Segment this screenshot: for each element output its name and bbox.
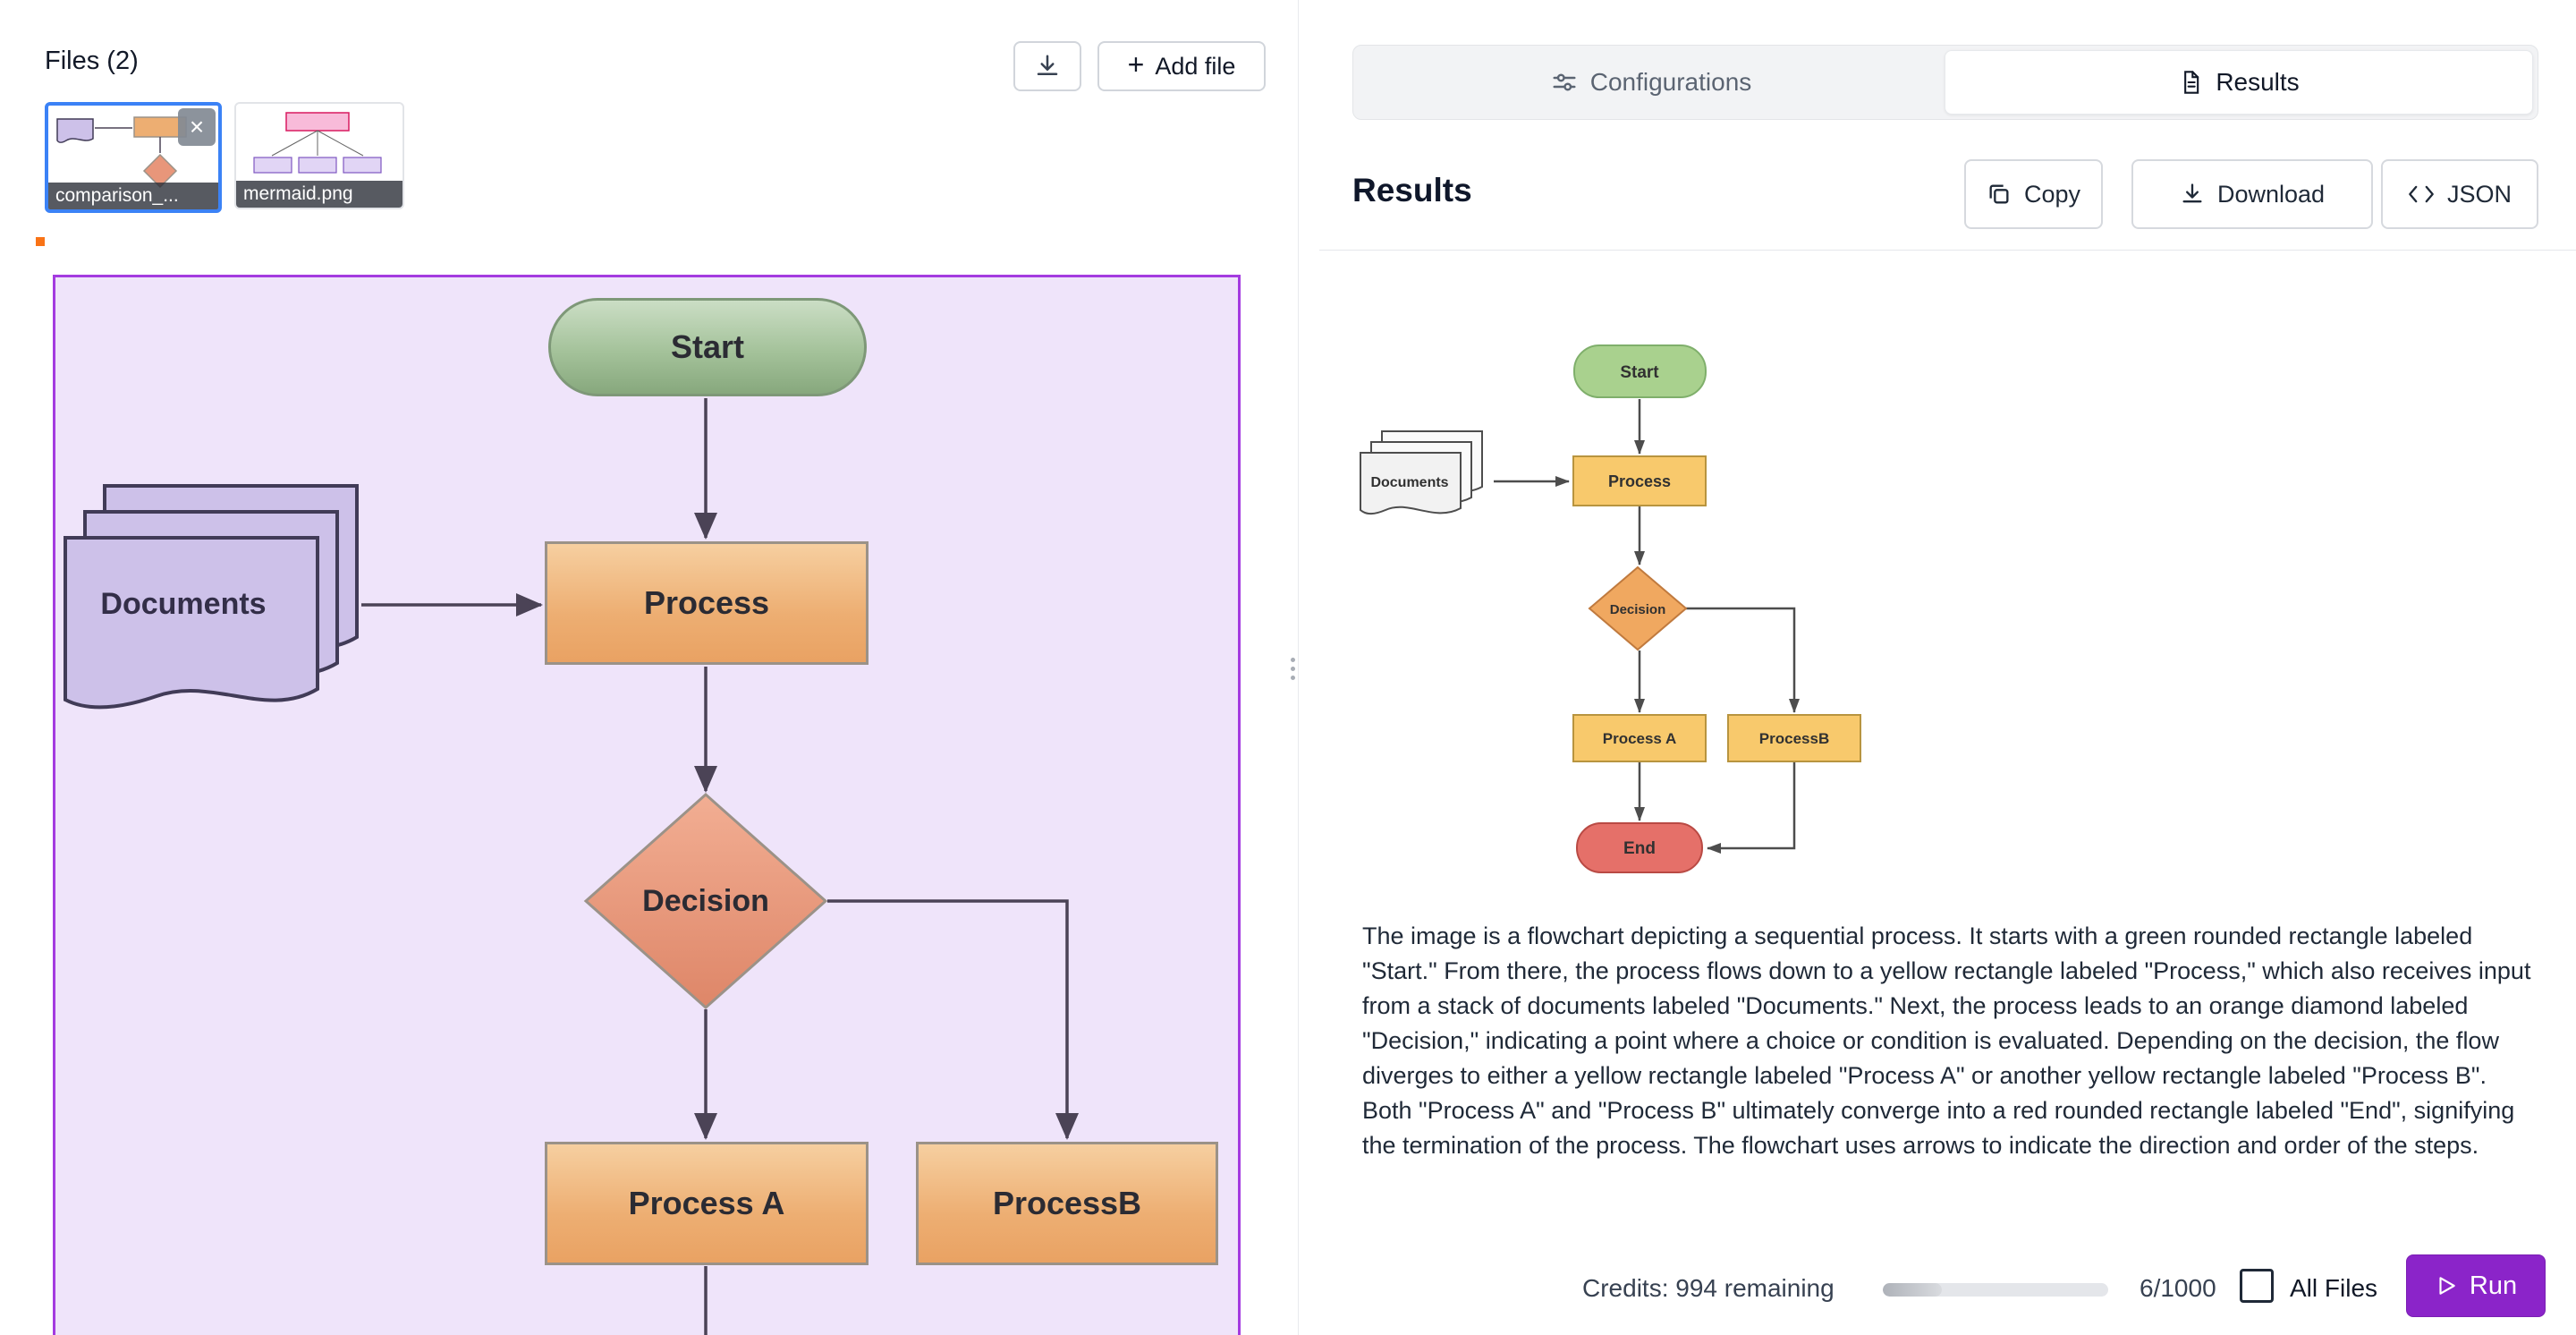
tab-bar: Configurations Results — [1352, 45, 2538, 120]
panel-divider — [1298, 0, 1299, 1335]
quota-text: 6/1000 — [2140, 1274, 2216, 1302]
copy-label: Copy — [2023, 180, 2081, 208]
file-thumbnail-comparison[interactable]: × comparison_... — [45, 102, 222, 213]
documents-shape — [1360, 430, 1483, 515]
node-decision — [1588, 565, 1688, 651]
credits-progress-bar — [1883, 1283, 2108, 1297]
results-content: Start Documents Process Decision Process… — [1319, 250, 2576, 1242]
tab-configurations-label: Configurations — [1589, 68, 1752, 96]
flowchart-node-process: Process — [545, 541, 869, 665]
svg-text:Process: Process — [1608, 472, 1671, 490]
svg-text:End: End — [1623, 839, 1656, 858]
result-diagram: Start Documents Process Decision Process… — [1342, 340, 1914, 886]
download-icon — [1037, 55, 1058, 75]
file-thumbnail-mermaid[interactable]: mermaid.png — [234, 102, 404, 209]
node-end — [1576, 822, 1703, 873]
flowchart-node-documents-label: Documents — [100, 587, 267, 621]
flowchart-connectors-layer — [64, 398, 1079, 1335]
tab-results-label: Results — [2216, 68, 2300, 96]
download-files-button[interactable] — [1013, 41, 1081, 91]
decision-shape — [583, 792, 828, 1010]
results-heading: Results — [1352, 172, 1472, 208]
credits-remaining-text: Credits: 994 remaining — [1582, 1274, 1835, 1302]
sliders-icon — [1553, 73, 1576, 91]
tab-configurations[interactable]: Configurations — [1358, 50, 1945, 115]
json-button[interactable]: JSON — [2381, 159, 2538, 229]
svg-text:Documents: Documents — [1370, 475, 1448, 490]
document-icon — [2184, 71, 2199, 94]
resize-handle-dot[interactable] — [36, 237, 45, 246]
download-label: Download — [2216, 180, 2326, 208]
flowchart-node-process-b: ProcessB — [916, 1142, 1218, 1265]
plus-icon: + — [1127, 48, 1145, 81]
download-icon — [2182, 183, 2202, 203]
svg-text:Decision: Decision — [1610, 602, 1666, 617]
svg-text:Start: Start — [1620, 363, 1659, 382]
files-header: Files (2) — [45, 47, 139, 75]
copy-icon — [1989, 184, 2009, 204]
play-icon — [2439, 1277, 2455, 1295]
run-label: Run — [2469, 1271, 2518, 1300]
results-panel: Configurations Results Results Copy Down… — [1299, 0, 2576, 1335]
image-preview[interactable]: Start Process Process A ProcessB Documen… — [53, 275, 1241, 1335]
download-result-button[interactable]: Download — [2131, 159, 2373, 229]
footer-bar: Credits: 994 remaining 6/1000 All Files … — [1299, 1240, 2576, 1335]
file-name-label: mermaid.png — [236, 181, 402, 208]
node-process — [1572, 455, 1707, 506]
run-button[interactable]: Run — [2406, 1254, 2546, 1317]
files-panel: Files (2) × comparison_... — [36, 41, 1266, 1335]
close-icon[interactable]: × — [178, 108, 216, 146]
flowchart-node-start: Start — [548, 298, 867, 396]
add-file-label: Add file — [1155, 52, 1236, 80]
flowchart-node-decision-label: Decision — [642, 884, 769, 918]
tab-results[interactable]: Results — [1945, 50, 2533, 115]
documents-shape — [64, 484, 359, 710]
code-icon — [2409, 185, 2434, 203]
node-process-a — [1572, 714, 1707, 762]
add-file-button[interactable]: + Add file — [1097, 41, 1266, 91]
file-name-label: comparison_... — [48, 183, 218, 209]
result-description-text: The image is a flowchart depicting a seq… — [1362, 923, 2531, 1159]
node-start — [1573, 344, 1707, 398]
all-files-label: All Files — [2290, 1274, 2378, 1302]
json-label: JSON — [2446, 180, 2512, 208]
node-process-b — [1727, 714, 1861, 762]
flowchart-node-process-a: Process A — [545, 1142, 869, 1265]
all-files-checkbox[interactable] — [2240, 1269, 2274, 1303]
svg-text:ProcessB: ProcessB — [1759, 730, 1829, 747]
svg-text:Process A: Process A — [1603, 730, 1677, 747]
copy-button[interactable]: Copy — [1964, 159, 2103, 229]
